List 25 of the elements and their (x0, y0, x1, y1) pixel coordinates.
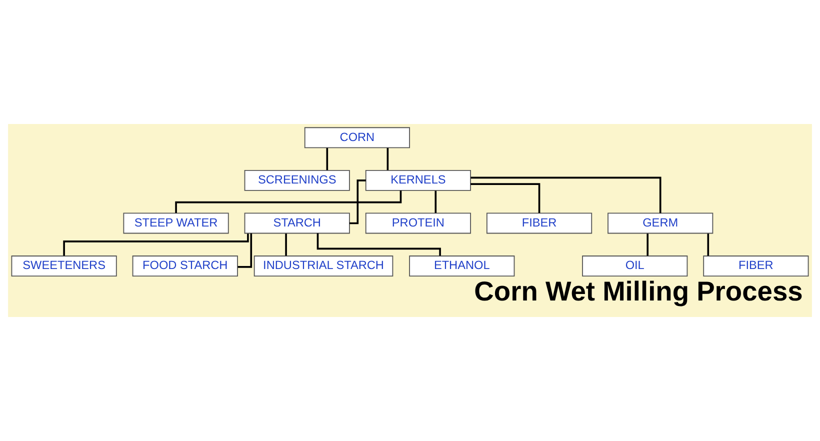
node-box: KERNELS (365, 170, 471, 191)
node-box: FOOD STARCH (132, 256, 238, 276)
node-box: CORN (304, 127, 410, 148)
connector (175, 190, 402, 213)
node-box: ETHANOL (409, 256, 515, 276)
connector (434, 190, 437, 213)
connector (285, 234, 287, 256)
connector (326, 148, 328, 170)
connector (646, 234, 649, 256)
node-box: FIBER (486, 212, 592, 234)
node-box: OIL (582, 256, 688, 276)
node-box: STEEP WATER (123, 212, 229, 234)
node-box: PROTEIN (365, 212, 471, 234)
node-box: SWEETENERS (11, 256, 117, 276)
connector (470, 176, 662, 214)
node-box: INDUSTRIAL STARCH (254, 256, 394, 276)
connector (707, 234, 710, 256)
node-box: GERM (608, 212, 714, 234)
node-box: STARCH (244, 212, 350, 234)
node-box: FIBER (703, 256, 809, 276)
connector (349, 180, 366, 224)
connector (470, 183, 540, 213)
diagram-title: Corn Wet Milling Process (474, 276, 803, 307)
connector (386, 148, 389, 170)
node-box: SCREENINGS (244, 170, 350, 191)
